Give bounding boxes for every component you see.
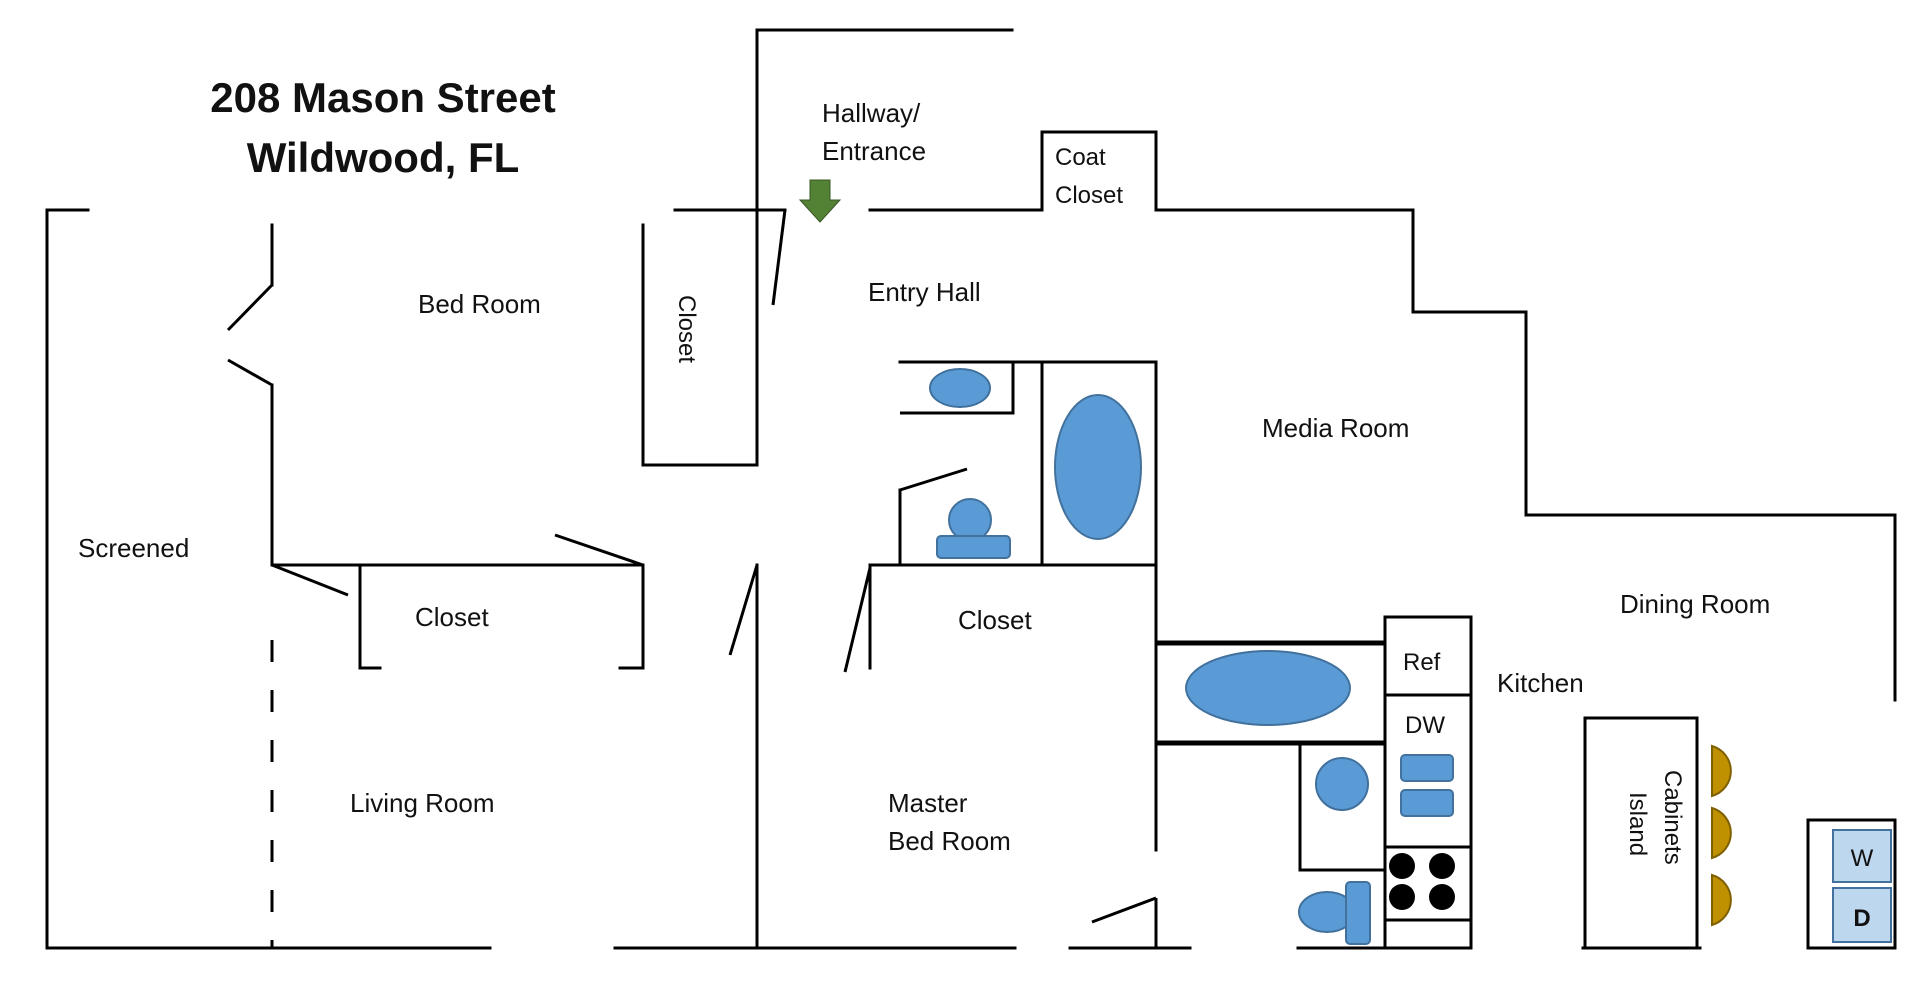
dryer-icon bbox=[1832, 887, 1892, 943]
closet-vertical-label: Closet bbox=[673, 295, 700, 363]
address-line-1: 208 Mason Street bbox=[210, 74, 555, 121]
ref-label: Ref bbox=[1403, 649, 1441, 676]
master-label-1: Master bbox=[888, 788, 968, 818]
bar-stools bbox=[1711, 744, 1732, 927]
hallway-label: Hallway/ bbox=[822, 98, 921, 128]
dw-label: DW bbox=[1405, 712, 1445, 739]
living-room-label: Living Room bbox=[350, 788, 495, 818]
master-bathtub-icon bbox=[1185, 650, 1351, 726]
dishwasher-rack-icon-2 bbox=[1400, 789, 1454, 817]
dishwasher-rack-icon bbox=[1400, 754, 1454, 782]
room-labels: Hallway/ Entrance Coat Closet Bed Room C… bbox=[78, 98, 1874, 932]
entrance-label: Entrance bbox=[822, 136, 926, 166]
stool-icon bbox=[1711, 806, 1732, 860]
doors bbox=[226, 209, 1158, 948]
walls bbox=[45, 28, 1897, 950]
island-label-1: Cabinets bbox=[1659, 770, 1686, 865]
down-arrow-icon bbox=[798, 179, 842, 223]
entry-hall-label: Entry Hall bbox=[868, 277, 981, 307]
coat-closet-label-2: Closet bbox=[1055, 182, 1123, 209]
bath-fixtures bbox=[929, 368, 1454, 945]
screened-label: Screened bbox=[78, 533, 189, 563]
address-line-2: Wildwood, FL bbox=[247, 134, 520, 181]
master-sink-icon bbox=[1315, 757, 1369, 811]
bed-room-label: Bed Room bbox=[418, 289, 541, 319]
dining-room-label: Dining Room bbox=[1620, 589, 1770, 619]
closet-center-label: Closet bbox=[958, 605, 1032, 635]
stove-icon bbox=[1389, 853, 1455, 910]
toilet-tank-icon bbox=[936, 535, 1011, 559]
washer-label: W bbox=[1851, 845, 1874, 872]
closet-left-label: Closet bbox=[415, 602, 489, 632]
master-toilet-tank-icon bbox=[1345, 881, 1371, 945]
sink-icon bbox=[929, 368, 991, 408]
kitchen-label: Kitchen bbox=[1497, 668, 1584, 698]
bathtub-icon bbox=[1054, 394, 1142, 540]
coat-closet-label-1: Coat bbox=[1055, 144, 1106, 171]
island-label-2: Island bbox=[1624, 792, 1651, 856]
toilet-icon bbox=[948, 498, 992, 542]
washer-icon bbox=[1832, 829, 1892, 883]
master-label-2: Bed Room bbox=[888, 826, 1011, 856]
dryer-label: D bbox=[1853, 905, 1870, 932]
stool-icon bbox=[1711, 873, 1732, 927]
stool-icon bbox=[1711, 744, 1732, 798]
media-room-label: Media Room bbox=[1262, 413, 1409, 443]
